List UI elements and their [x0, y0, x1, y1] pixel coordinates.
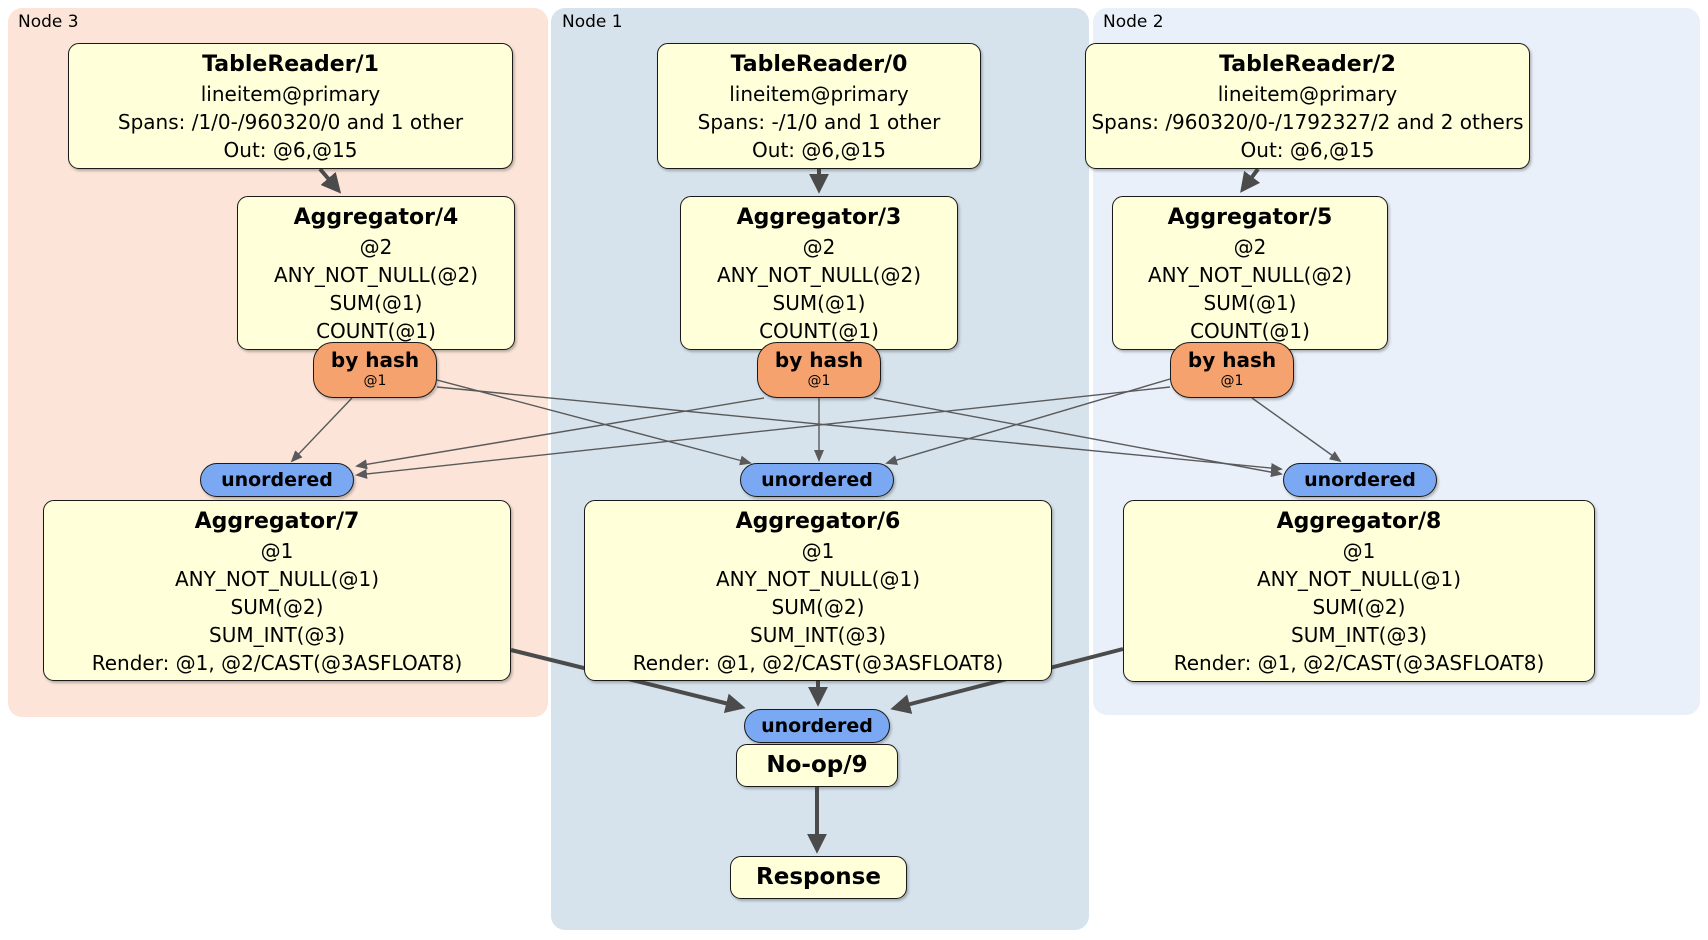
- router-label: by hash: [774, 348, 864, 372]
- box-row: Spans: /960320/0-/1792327/2 and 2 others: [1091, 110, 1524, 134]
- box-row: SUM(@2): [1312, 595, 1406, 619]
- box-row: ANY_NOT_NULL(@2): [274, 263, 478, 287]
- box-row: @2: [359, 235, 393, 259]
- sync-unordered-node1-merge: unordered: [744, 709, 890, 743]
- box-response: Response: [730, 856, 907, 899]
- box-aggregator-8: Aggregator/8 @1 ANY_NOT_NULL(@1) SUM(@2)…: [1123, 500, 1595, 682]
- box-tablereader-0: TableReader/0 lineitem@primary Spans: -/…: [657, 43, 981, 169]
- router-by-hash-node2: by hash @1: [1170, 342, 1294, 398]
- box-row: lineitem@primary: [200, 82, 381, 106]
- sync-unordered-node3: unordered: [200, 463, 354, 497]
- box-row: ANY_NOT_NULL(@2): [717, 263, 921, 287]
- box-row: COUNT(@1): [759, 319, 879, 343]
- box-row: SUM_INT(@3): [1291, 623, 1427, 647]
- panel-node-1-label: Node 1: [562, 12, 623, 32]
- box-aggregator-4: Aggregator/4 @2 ANY_NOT_NULL(@2) SUM(@1)…: [237, 196, 515, 350]
- box-title: Aggregator/3: [736, 205, 902, 230]
- box-row: @1: [260, 539, 294, 563]
- box-row: SUM_INT(@3): [750, 623, 886, 647]
- box-row: ANY_NOT_NULL(@1): [175, 567, 379, 591]
- box-title: No-op/9: [766, 752, 868, 778]
- box-title: TableReader/1: [202, 52, 379, 77]
- box-row: Spans: -/1/0 and 1 other: [697, 110, 941, 134]
- box-row: SUM(@2): [230, 595, 324, 619]
- box-title: Aggregator/6: [735, 509, 901, 534]
- box-title: TableReader/0: [730, 52, 908, 77]
- box-row: Render: @1, @2/CAST(@3ASFLOAT8): [1173, 651, 1545, 675]
- box-row: Out: @6,@15: [1240, 138, 1375, 162]
- sync-unordered-node2: unordered: [1283, 463, 1437, 497]
- box-row: SUM_INT(@3): [209, 623, 345, 647]
- sync-unordered-node1-top: unordered: [740, 463, 894, 497]
- box-title: Response: [756, 864, 881, 890]
- box-title: Aggregator/7: [194, 509, 360, 534]
- router-sublabel: @1: [1220, 373, 1244, 389]
- box-row: Render: @1, @2/CAST(@3ASFLOAT8): [632, 651, 1004, 675]
- box-row: lineitem@primary: [729, 82, 909, 106]
- box-row: @1: [1342, 539, 1376, 563]
- box-tablereader-2: TableReader/2 lineitem@primary Spans: /9…: [1085, 43, 1530, 169]
- box-row: SUM(@2): [771, 595, 865, 619]
- box-row: ANY_NOT_NULL(@1): [716, 567, 920, 591]
- box-row: COUNT(@1): [316, 319, 436, 343]
- router-by-hash-node1: by hash @1: [757, 342, 881, 398]
- box-aggregator-7: Aggregator/7 @1 ANY_NOT_NULL(@1) SUM(@2)…: [43, 500, 511, 681]
- panel-node-2-label: Node 2: [1103, 12, 1164, 32]
- router-sublabel: @1: [363, 373, 387, 389]
- router-label: by hash: [330, 348, 420, 372]
- box-row: Out: @6,@15: [223, 138, 358, 162]
- box-row: @2: [1233, 235, 1267, 259]
- box-row: SUM(@1): [329, 291, 423, 315]
- router-sublabel: @1: [807, 373, 831, 389]
- box-title: Aggregator/4: [293, 205, 459, 230]
- box-row: @2: [802, 235, 836, 259]
- box-row: lineitem@primary: [1217, 82, 1398, 106]
- box-row: COUNT(@1): [1190, 319, 1310, 343]
- box-row: SUM(@1): [1203, 291, 1297, 315]
- box-row: Spans: /1/0-/960320/0 and 1 other: [117, 110, 464, 134]
- panel-node-3-label: Node 3: [18, 12, 79, 32]
- box-row: ANY_NOT_NULL(@2): [1148, 263, 1352, 287]
- box-aggregator-3: Aggregator/3 @2 ANY_NOT_NULL(@2) SUM(@1)…: [680, 196, 958, 350]
- box-aggregator-6: Aggregator/6 @1 ANY_NOT_NULL(@1) SUM(@2)…: [584, 500, 1052, 681]
- box-no-op-9: No-op/9: [736, 744, 898, 787]
- box-title: Aggregator/8: [1276, 509, 1442, 534]
- box-row: Render: @1, @2/CAST(@3ASFLOAT8): [91, 651, 463, 675]
- box-title: Aggregator/5: [1167, 205, 1333, 230]
- box-row: Out: @6,@15: [752, 138, 886, 162]
- box-title: TableReader/2: [1219, 52, 1396, 77]
- router-by-hash-node3: by hash @1: [313, 342, 437, 398]
- box-row: SUM(@1): [772, 291, 866, 315]
- box-row: ANY_NOT_NULL(@1): [1257, 567, 1461, 591]
- box-row: @1: [801, 539, 835, 563]
- box-tablereader-1: TableReader/1 lineitem@primary Spans: /1…: [68, 43, 513, 169]
- box-aggregator-5: Aggregator/5 @2 ANY_NOT_NULL(@2) SUM(@1)…: [1112, 196, 1388, 350]
- router-label: by hash: [1187, 348, 1277, 372]
